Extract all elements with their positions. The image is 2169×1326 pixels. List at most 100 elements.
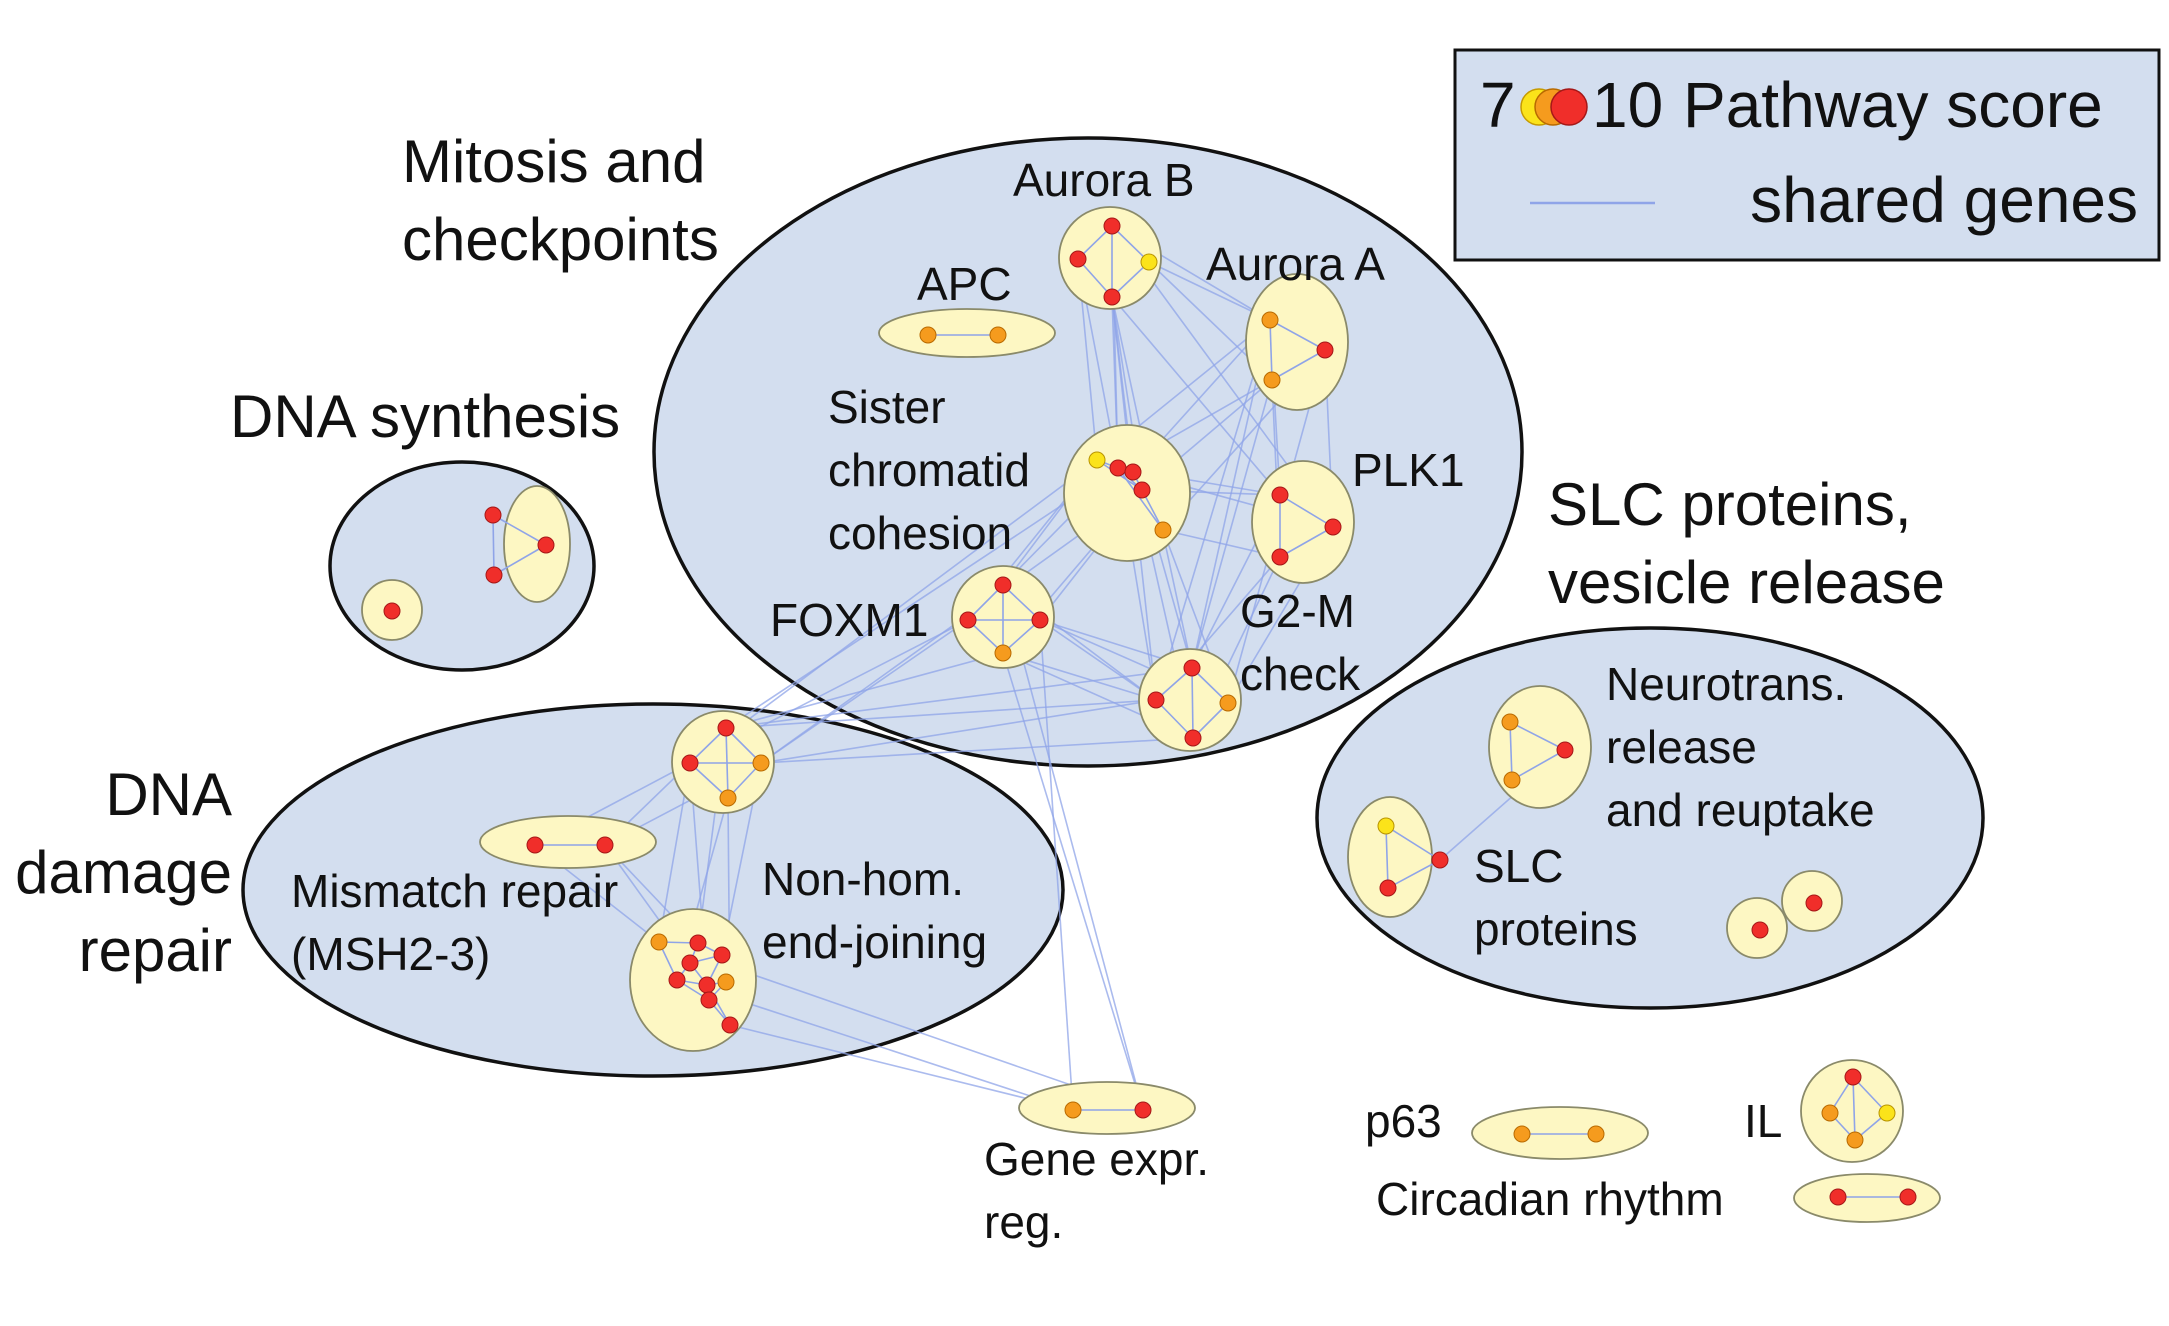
pathway-node xyxy=(1844,1068,1862,1086)
cluster-gene-expr-bubble xyxy=(1018,1081,1196,1135)
cluster-label-mismatch-line1: Mismatch repair xyxy=(291,865,618,917)
pathway-node xyxy=(1263,371,1281,389)
pathway-node xyxy=(537,536,555,554)
pathway-node xyxy=(1103,217,1121,235)
shared-gene-edge xyxy=(725,667,1193,729)
pathway-node xyxy=(989,326,1007,344)
pathway-node xyxy=(1133,481,1151,499)
pathway-node xyxy=(1513,1125,1531,1143)
cluster-slc-proteins xyxy=(1347,796,1449,918)
pathway-node xyxy=(1219,694,1237,712)
group-label-dna-damage-line3: repair xyxy=(79,917,232,984)
pathway-node xyxy=(1109,459,1127,477)
cluster-label-sister-line2: chromatid xyxy=(828,444,1030,496)
shared-gene-edge xyxy=(1111,296,1281,496)
shared-gene-edge xyxy=(725,652,1004,729)
cluster-mismatch xyxy=(479,815,657,869)
pathway-node xyxy=(717,973,735,991)
cluster-il-edge xyxy=(1852,1076,1856,1141)
cluster-dd-top-edge xyxy=(689,762,729,799)
legend-score-min: 7 xyxy=(1480,69,1516,141)
shared-gene-edge xyxy=(1002,584,1144,1111)
cluster-apc xyxy=(878,308,1056,358)
cluster-nhej xyxy=(629,908,757,1052)
group-label-mitosis-line2: checkpoints xyxy=(402,206,719,273)
pathway-node xyxy=(1271,548,1289,566)
group-label-slc-line2: vesicle release xyxy=(1548,549,1945,616)
cluster-neurotrans-edge xyxy=(1509,721,1566,751)
shared-gene-edge xyxy=(725,699,1157,729)
shared-gene-edge xyxy=(1002,652,1144,1111)
pathway-node xyxy=(1064,1101,1082,1119)
legend: 7 10 Pathway score shared genes xyxy=(1453,48,2161,262)
pathway-node xyxy=(994,644,1012,662)
cluster-dd-top xyxy=(671,710,775,814)
cluster-g2m-edge xyxy=(1191,667,1194,739)
pathway-node xyxy=(1501,713,1519,731)
cluster-slc-small-a xyxy=(1726,897,1788,959)
cluster-aurora-b-edge xyxy=(1111,225,1150,263)
shared-gene-edge xyxy=(1039,619,1157,701)
pathway-node xyxy=(1878,1104,1896,1122)
cluster-plk1 xyxy=(1251,460,1355,584)
pathway-node xyxy=(1379,879,1397,897)
pathway-node xyxy=(1031,611,1049,629)
pathway-node xyxy=(596,836,614,854)
pathway-node xyxy=(1587,1125,1605,1143)
cluster-dna-syn-a-bubble xyxy=(503,485,571,603)
pathway-node xyxy=(1183,659,1201,677)
cluster-p63 xyxy=(1471,1106,1649,1160)
pathway-node xyxy=(752,754,770,772)
pathway-node xyxy=(689,934,707,952)
pathway-node xyxy=(1124,463,1142,481)
cluster-slc-proteins-edge xyxy=(1387,859,1441,889)
pathway-node xyxy=(1805,894,1823,912)
pathway-node xyxy=(1154,521,1172,539)
legend-dot-high xyxy=(1550,88,1588,126)
group-label-dna-synthesis: DNA synthesis xyxy=(230,383,620,450)
shared-gene-edge xyxy=(1148,261,1271,321)
cluster-label-p63: p63 xyxy=(1365,1095,1442,1147)
cluster-aurora-b-bubble xyxy=(1058,206,1162,310)
pathway-node xyxy=(994,576,1012,594)
pathway-node xyxy=(959,611,977,629)
shared-gene-edge xyxy=(760,737,1194,764)
cluster-dna-syn-a-edge xyxy=(492,514,547,546)
cluster-circadian-bubble xyxy=(1793,1173,1941,1223)
cluster-slc-small-b xyxy=(1781,870,1843,932)
cluster-il-bubble xyxy=(1800,1059,1904,1163)
cluster-label-slc-proteins-line2: proteins xyxy=(1474,903,1638,955)
legend-score-max: 10 xyxy=(1592,69,1663,141)
cluster-neurotrans-bubble xyxy=(1488,685,1592,809)
pathway-node xyxy=(721,1016,739,1034)
cluster-plk1-edge xyxy=(1279,494,1334,528)
cluster-g2m-bubble xyxy=(1138,648,1242,752)
legend-edge-label: shared genes xyxy=(1750,164,2138,236)
cluster-label-neurotrans-line1: Neurotrans. xyxy=(1606,658,1846,710)
pathway-node xyxy=(668,971,686,989)
pathway-node xyxy=(698,976,716,994)
pathway-node xyxy=(1147,691,1165,709)
cluster-circadian xyxy=(1793,1173,1941,1223)
pathway-node xyxy=(1503,771,1521,789)
pathway-clusters xyxy=(361,206,1941,1223)
cluster-nhej-bubble xyxy=(629,908,757,1052)
cluster-label-aurora-a: Aurora A xyxy=(1206,238,1385,290)
shared-gene-edge xyxy=(729,1024,1074,1111)
pathway-node xyxy=(1184,729,1202,747)
pathway-node xyxy=(1271,486,1289,504)
cluster-p63-bubble xyxy=(1471,1106,1649,1160)
shared-gene-edge xyxy=(760,699,1157,764)
cluster-label-neurotrans-line2: release xyxy=(1606,721,1757,773)
cluster-label-mismatch-line2: (MSH2-3) xyxy=(291,928,490,980)
pathway-node xyxy=(1088,451,1106,469)
pathway-node xyxy=(717,719,735,737)
pathway-node xyxy=(919,326,937,344)
cluster-neurotrans xyxy=(1488,685,1592,809)
cluster-slc-proteins-bubble xyxy=(1347,796,1433,918)
cluster-foxm1 xyxy=(951,565,1055,669)
group-label-dna-damage-line1: DNA xyxy=(105,761,232,828)
pathway-node xyxy=(1140,253,1158,271)
group-dna-damage-ellipse xyxy=(241,702,1065,1078)
